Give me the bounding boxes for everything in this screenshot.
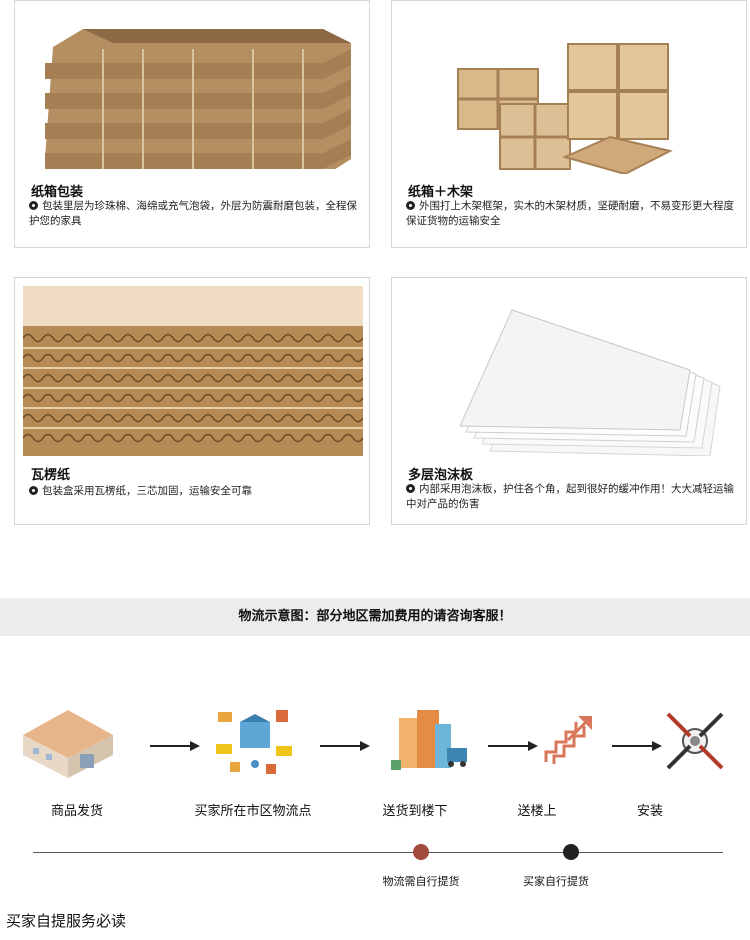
step-label: 安装 bbox=[636, 804, 664, 819]
card-description: 外围打上木架框架，实木的木架材质，坚硬耐磨，不易变形更大程度保证货物的运输安全 bbox=[406, 200, 734, 227]
step-label: 买家所在市区物流点 bbox=[194, 804, 312, 819]
arrow-right-icon bbox=[612, 741, 662, 751]
card-title: 瓦楞纸 bbox=[31, 468, 71, 483]
card-title: 纸箱包装 bbox=[31, 185, 84, 200]
stairs-icon bbox=[540, 712, 650, 792]
timeline-dot-buyer bbox=[563, 844, 579, 860]
logistics-hub-icon bbox=[210, 700, 320, 780]
card-description: 内部采用泡沫板，护住各个角，起到很好的缓冲作用！大大减轻运输中对产品的伤害 bbox=[406, 483, 734, 510]
packaging-card-carton: 纸箱包装 包装里层为珍珠棉、海绵或充气泡袋，外层为防震耐磨包装，全程保护您的家具 bbox=[14, 0, 370, 248]
building-delivery-icon bbox=[385, 700, 495, 780]
packaging-card-wood-frame: 纸箱＋木架 外围打上木架框架，实木的木架材质，坚硬耐磨，不易变形更大程度保证货物… bbox=[391, 0, 747, 248]
card-title: 纸箱＋木架 bbox=[408, 185, 474, 200]
timeline-line bbox=[33, 852, 723, 853]
timeline-label: 物流需自行提货 bbox=[382, 875, 460, 888]
arrow-right-icon bbox=[488, 741, 538, 751]
warehouse-icon bbox=[18, 700, 128, 780]
card-title: 多层泡沫板 bbox=[408, 468, 474, 483]
packaging-card-foam-board: 多层泡沫板 内部采用泡沫板，护住各个角，起到很好的缓冲作用！大大减轻运输中对产品… bbox=[391, 277, 747, 525]
bullet-icon bbox=[29, 201, 38, 210]
step-label: 送货到楼下 bbox=[382, 804, 448, 819]
packaging-card-corrugated: 瓦楞纸 包装盒采用瓦楞纸，三芯加固，运输安全可靠 bbox=[14, 277, 370, 525]
bullet-icon bbox=[406, 201, 415, 210]
step-label: 送楼上 bbox=[517, 804, 557, 819]
foam-board-image bbox=[400, 286, 738, 457]
step-label: 商品发货 bbox=[50, 804, 104, 819]
self-pickup-notice-heading[interactable]: 买家自提服务必读 bbox=[6, 912, 127, 930]
wood-crate-image bbox=[400, 9, 738, 176]
tools-icon bbox=[660, 706, 750, 786]
timeline-dot-logistics bbox=[413, 844, 429, 860]
logistics-notice: 物流示意图：部分地区需加费用的请咨询客服！ bbox=[0, 598, 750, 636]
arrow-right-icon bbox=[150, 741, 200, 751]
card-description: 包装里层为珍珠棉、海绵或充气泡袋，外层为防震耐磨包装，全程保护您的家具 bbox=[29, 200, 357, 227]
card-description: 包装盒采用瓦楞纸，三芯加固，运输安全可靠 bbox=[29, 484, 359, 499]
timeline-label: 买家自行提货 bbox=[523, 875, 589, 888]
corrugated-board-image bbox=[22, 286, 364, 456]
carton-stack-image bbox=[23, 9, 361, 177]
bullet-icon bbox=[29, 486, 38, 495]
bullet-icon bbox=[406, 484, 415, 493]
arrow-right-icon bbox=[320, 741, 370, 751]
